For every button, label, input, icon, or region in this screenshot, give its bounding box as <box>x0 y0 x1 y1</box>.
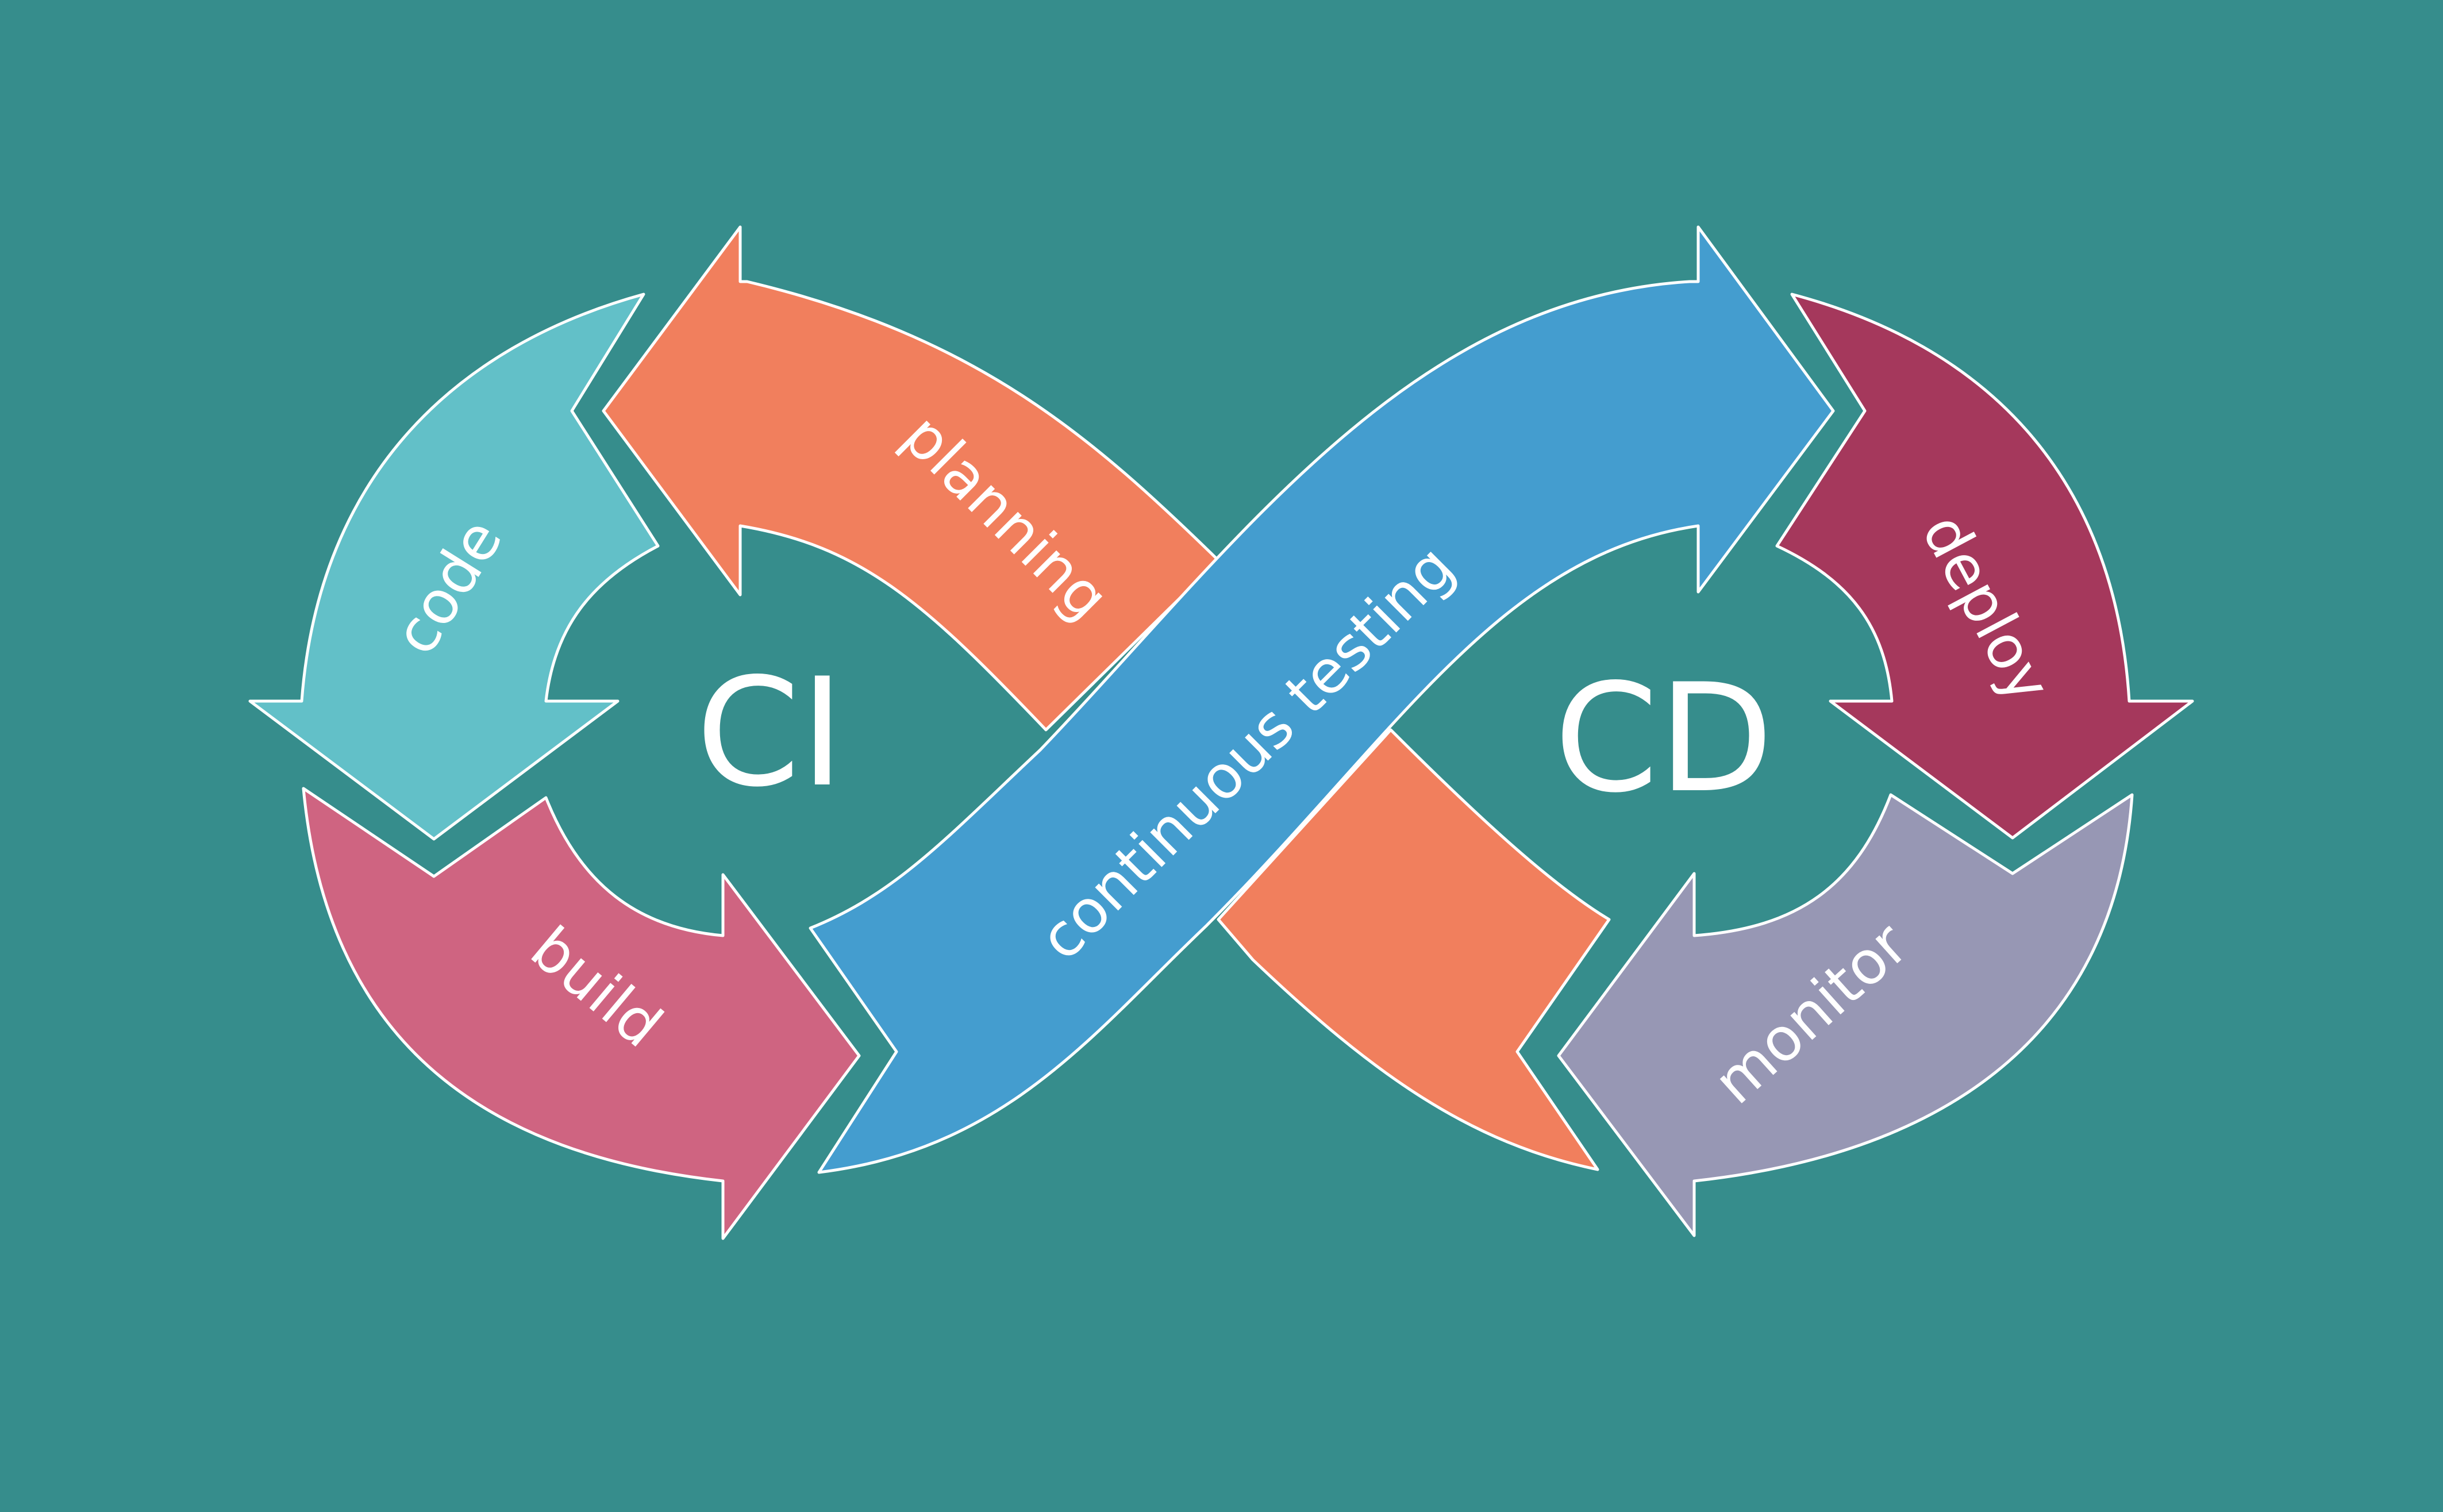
ci-label: CI <box>696 647 844 820</box>
planning-arrow <box>602 225 1220 732</box>
planning-arrow-tail <box>1217 728 1611 1171</box>
code-arrow <box>248 293 660 841</box>
continuous-testing-arrow <box>809 225 1835 1174</box>
cd-label: CD <box>1554 652 1773 826</box>
build-arrow <box>302 787 861 1240</box>
deploy-arrow <box>1775 293 2194 840</box>
monitor-arrow <box>1557 793 2134 1237</box>
